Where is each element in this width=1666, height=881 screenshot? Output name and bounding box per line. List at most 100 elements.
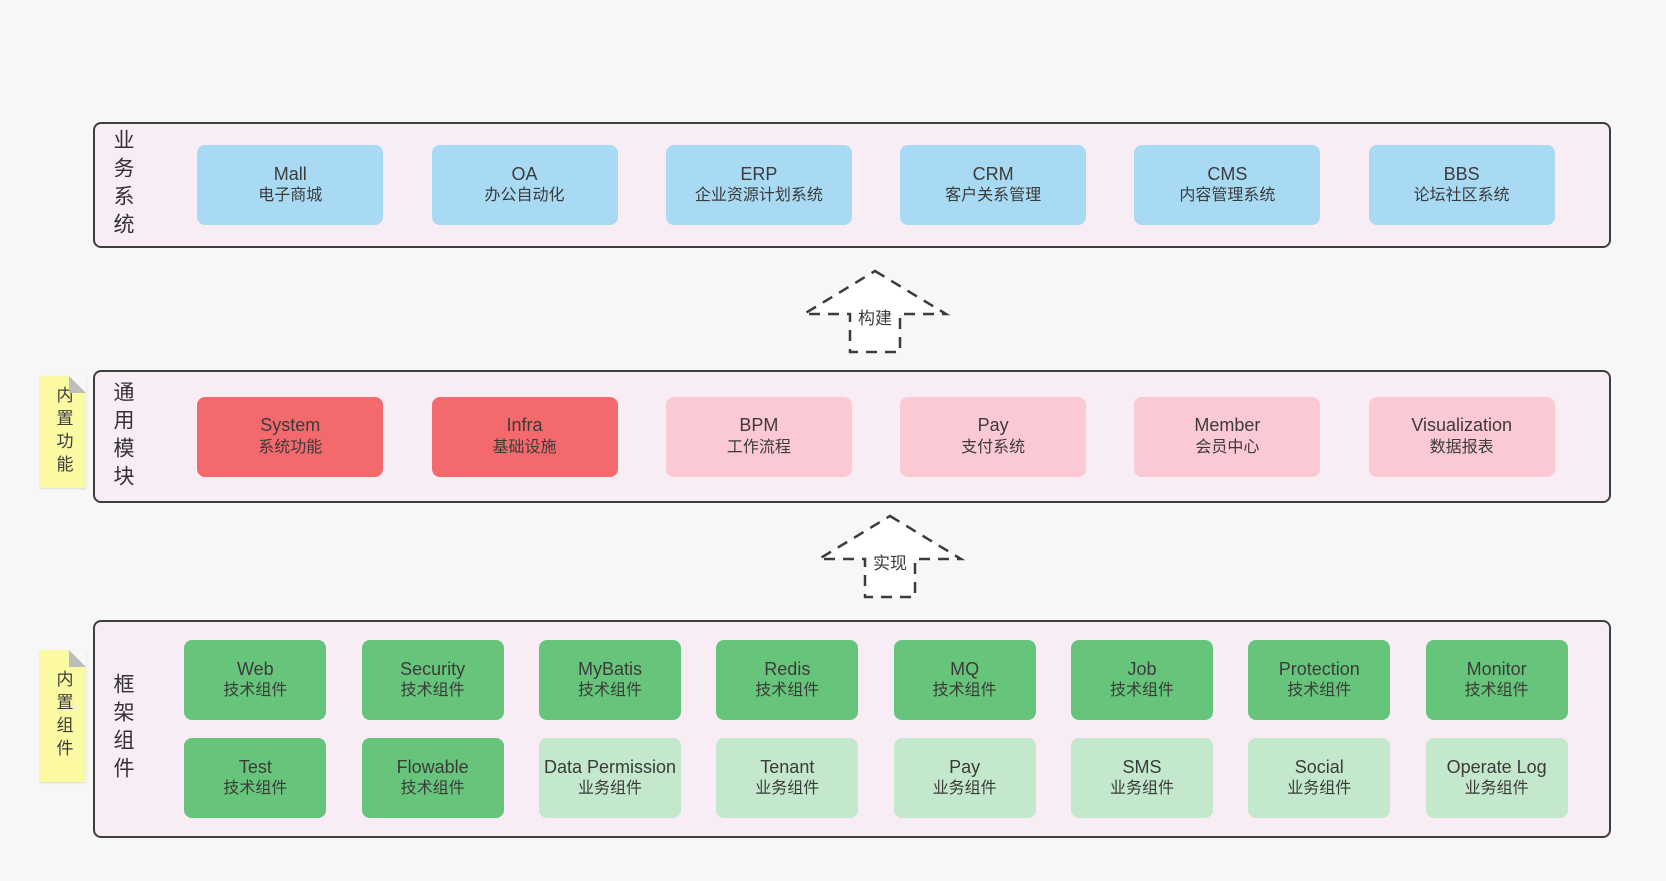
box-title: CMS xyxy=(1207,163,1248,184)
box-subtitle: 客户关系管理 xyxy=(945,187,1042,205)
box-title: MyBatis xyxy=(577,658,642,679)
box-infra: Infra 基础设施 xyxy=(431,396,618,477)
box-security: Security 技术组件 xyxy=(361,640,504,720)
box-title: Test xyxy=(238,756,272,777)
box-pay-component: Pay 业务组件 xyxy=(893,738,1036,818)
box-subtitle: 技术组件 xyxy=(1109,682,1174,700)
box-crm: CRM 客户关系管理 xyxy=(900,145,1087,225)
components-boxes-grid: Web 技术组件 Security 技术组件 MyBatis 技术组件 Redi… xyxy=(149,622,1609,836)
box-subtitle: 会员中心 xyxy=(1195,438,1260,456)
box-title: SMS xyxy=(1122,756,1162,777)
panel-side-label: 框架组件 xyxy=(111,673,134,785)
box-member: Member 会员中心 xyxy=(1134,396,1321,477)
builtin-components-sticky: 内置组件 xyxy=(40,650,86,782)
box-subtitle: 企业资源计划系统 xyxy=(694,187,823,205)
box-title: Visualization xyxy=(1411,415,1513,436)
box-data-permission: Data Permission 业务组件 xyxy=(538,738,681,818)
box-subtitle: 技术组件 xyxy=(577,682,642,700)
panel-side-label: 业务系统 xyxy=(111,129,134,241)
box-sms: SMS 业务组件 xyxy=(1070,738,1213,818)
box-subtitle: 支付系统 xyxy=(961,438,1026,456)
box-subtitle: 业务组件 xyxy=(577,780,642,798)
build-arrow: 构建 xyxy=(800,268,950,355)
box-subtitle: 办公自动化 xyxy=(484,187,565,205)
box-bbs: BBS 论坛社区系统 xyxy=(1368,145,1555,225)
box-oa: OA 办公自动化 xyxy=(431,145,618,225)
business-systems-panel: 业务系统 Mall 电子商城 OA 办公自动化 ERP 企业资源计划系统 CRM… xyxy=(93,122,1611,248)
components-row-1: Web 技术组件 Security 技术组件 MyBatis 技术组件 Redi… xyxy=(149,640,1603,720)
box-monitor: Monitor 技术组件 xyxy=(1425,640,1568,720)
box-subtitle: 技术组件 xyxy=(223,682,288,700)
box-subtitle: 技术组件 xyxy=(400,682,465,700)
box-test: Test 技术组件 xyxy=(184,738,327,818)
box-mall: Mall 电子商城 xyxy=(197,145,384,225)
box-subtitle: 业务组件 xyxy=(1287,780,1352,798)
box-cms: CMS 内容管理系统 xyxy=(1134,145,1321,225)
box-subtitle: 技术组件 xyxy=(400,780,465,798)
box-subtitle: 技术组件 xyxy=(755,682,820,700)
folded-corner-icon xyxy=(69,650,86,667)
box-title: OA xyxy=(511,163,538,184)
box-system: System 系统功能 xyxy=(197,396,384,477)
box-title: Monitor xyxy=(1466,658,1527,679)
box-subtitle: 电子商城 xyxy=(258,187,323,205)
box-title: Protection xyxy=(1278,658,1360,679)
box-title: System xyxy=(260,415,321,436)
business-boxes-row: Mall 电子商城 OA 办公自动化 ERP 企业资源计划系统 CRM 客户关系… xyxy=(149,124,1609,246)
box-pay-module: Pay 支付系统 xyxy=(900,396,1087,477)
box-title: Pay xyxy=(977,415,1009,436)
box-redis: Redis 技术组件 xyxy=(716,640,859,720)
common-modules-panel: 通用模块 System 系统功能 Infra 基础设施 BPM 工作流程 Pay… xyxy=(93,370,1611,503)
box-title: Flowable xyxy=(396,756,469,777)
box-subtitle: 业务组件 xyxy=(755,780,820,798)
box-subtitle: 业务组件 xyxy=(932,780,997,798)
box-subtitle: 工作流程 xyxy=(726,438,791,456)
panel-side-label: 通用模块 xyxy=(111,380,134,493)
box-title: CRM xyxy=(972,163,1014,184)
box-subtitle: 技术组件 xyxy=(223,780,288,798)
box-title: MQ xyxy=(950,658,980,679)
sticky-label: 内置功能 xyxy=(53,386,73,478)
components-row-2: Test 技术组件 Flowable 技术组件 Data Permission … xyxy=(149,738,1603,818)
box-mybatis: MyBatis 技术组件 xyxy=(538,640,681,720)
framework-components-panel: 框架组件 Web 技术组件 Security 技术组件 MyBatis 技术组件… xyxy=(93,620,1611,838)
box-operate-log: Operate Log 业务组件 xyxy=(1425,738,1568,818)
modules-boxes-row: System 系统功能 Infra 基础设施 BPM 工作流程 Pay 支付系统… xyxy=(149,372,1609,501)
box-title: Pay xyxy=(949,756,981,777)
box-tenant: Tenant 业务组件 xyxy=(716,738,859,818)
box-title: ERP xyxy=(740,163,778,184)
box-title: Infra xyxy=(506,415,543,436)
box-title: BBS xyxy=(1443,163,1480,184)
box-title: Operate Log xyxy=(1446,756,1547,777)
box-title: Job xyxy=(1127,658,1157,679)
implement-arrow-label: 实现 xyxy=(870,549,910,574)
build-arrow-label: 构建 xyxy=(855,304,895,329)
box-subtitle: 基础设施 xyxy=(492,438,557,456)
box-subtitle: 系统功能 xyxy=(258,438,323,456)
box-subtitle: 数据报表 xyxy=(1429,438,1494,456)
box-flowable: Flowable 技术组件 xyxy=(361,738,504,818)
box-title: Member xyxy=(1194,415,1261,436)
box-subtitle: 技术组件 xyxy=(932,682,997,700)
sticky-label: 内置组件 xyxy=(53,670,73,762)
box-visualization: Visualization 数据报表 xyxy=(1368,396,1555,477)
folded-corner-icon xyxy=(69,376,86,393)
box-title: Web xyxy=(236,658,274,679)
box-subtitle: 业务组件 xyxy=(1109,780,1174,798)
box-social: Social 业务组件 xyxy=(1248,738,1391,818)
box-subtitle: 技术组件 xyxy=(1464,682,1529,700)
box-title: Tenant xyxy=(760,756,815,777)
box-title: Social xyxy=(1294,756,1344,777)
box-title: Redis xyxy=(764,658,811,679)
box-subtitle: 内容管理系统 xyxy=(1179,187,1276,205)
box-subtitle: 业务组件 xyxy=(1464,780,1529,798)
box-title: BPM xyxy=(739,415,779,436)
box-subtitle: 论坛社区系统 xyxy=(1413,187,1510,205)
implement-arrow: 实现 xyxy=(815,513,965,600)
box-title: Data Permission xyxy=(543,756,676,777)
box-protection: Protection 技术组件 xyxy=(1248,640,1391,720)
builtin-features-sticky: 内置功能 xyxy=(40,376,86,488)
box-web: Web 技术组件 xyxy=(184,640,327,720)
box-erp: ERP 企业资源计划系统 xyxy=(665,145,852,225)
